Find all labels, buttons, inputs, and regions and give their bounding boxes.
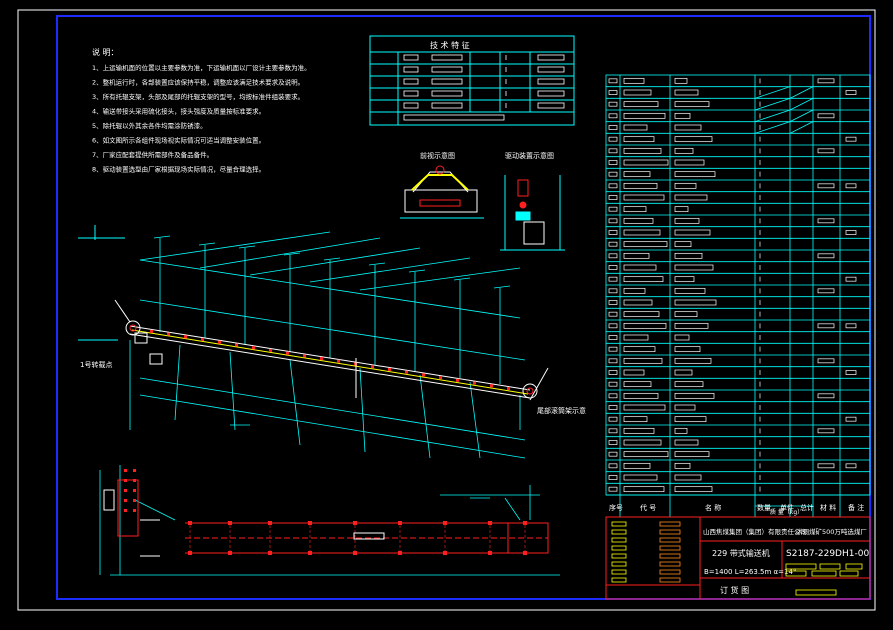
outer-frame bbox=[17, 9, 876, 611]
tail-drum bbox=[522, 383, 538, 399]
parts-header-col: 材 料 bbox=[820, 503, 836, 512]
note-line: 6、如文图所示各组件现场视实际情况可适当调整安装位置。 bbox=[92, 136, 265, 145]
notes-title: 说 明： bbox=[92, 47, 119, 57]
title-footer: 订 货 图 bbox=[720, 585, 749, 595]
title-company: 山西焦煤集团（集团）有限责任公司 bbox=[703, 527, 807, 536]
note-line: 2、整机运行时，各部装置应该保持平稳，调整应该满足技术要求及说明。 bbox=[92, 78, 304, 87]
tech-table-title: 技 术 特 征 bbox=[430, 40, 470, 50]
title-equipment-name: 229 带式输送机 bbox=[712, 548, 770, 558]
title-project: 洪洞煤矿500万吨选煤厂 bbox=[796, 527, 867, 536]
title-params: B=1400 L=263.5m α=14° bbox=[704, 568, 796, 576]
right-station-label: 尾部滚筒架示意 bbox=[537, 406, 586, 415]
notes-list: 1、上运输机面的位置以主要参数为准，下运输机面以厂设计主要参数为准。 2、整机运行… bbox=[92, 63, 311, 174]
parts-header-col: 总计 bbox=[800, 503, 814, 512]
side-view-detail: 驱动装置示意图 bbox=[500, 151, 565, 251]
parts-header-col: 数量 bbox=[757, 503, 771, 512]
title-block: 山西焦煤集团（集团）有限责任公司 洪洞煤矿500万吨选煤厂 229 带式输送机 … bbox=[605, 516, 871, 600]
parts-header-col: 序号 bbox=[609, 503, 623, 512]
note-line: 7、厂家应配套提供所需部件及备品备件。 bbox=[92, 150, 213, 159]
note-line: 5、除托辊以外其余各件均需涂防锈漆。 bbox=[92, 121, 207, 130]
parts-header-col: 代 号 bbox=[640, 503, 656, 512]
left-station-label: 1号转载点 bbox=[80, 360, 112, 369]
parts-header-col: 备 注 bbox=[848, 503, 864, 512]
note-line: 3、所有托辊支架，头部及尾部的托辊支架的型号，均按标准件组装要求。 bbox=[92, 92, 304, 101]
drawing-code: S2187-229DH1-00 bbox=[786, 549, 869, 559]
front-view-detail: 前视示意图 bbox=[400, 151, 484, 219]
side-view-label: 驱动装置示意图 bbox=[505, 151, 554, 160]
head-drum bbox=[125, 320, 141, 336]
notes-block: 说 明： 1、上运输机面的位置以主要参数为准，下运输机面以厂设计主要参数为准。 2… bbox=[92, 47, 311, 174]
conveyor-plan-view bbox=[99, 465, 560, 576]
conveyor-elevation: 1号转载点 尾部滚筒架示意 bbox=[78, 225, 586, 459]
parts-header-col: 单件 bbox=[780, 503, 794, 512]
front-view-label: 前视示意图 bbox=[420, 151, 455, 160]
weight-label: 质 量（kg） bbox=[770, 508, 803, 516]
note-line: 8、驱动装置选型由厂家根据现场实际情况，尽量合理选择。 bbox=[92, 165, 265, 174]
tech-table: 技 术 特 征 bbox=[369, 35, 575, 126]
note-line: 4、输送带接头采用硫化接头，接头强度及质量按标准要求。 bbox=[92, 107, 265, 116]
note-line: 1、上运输机面的位置以主要参数为准，下运输机面以厂设计主要参数为准。 bbox=[92, 63, 311, 72]
parts-list: 序号 代 号 名 称 数量单件总计材 料 备 注质 量（kg） bbox=[605, 74, 871, 518]
parts-header-col: 名 称 bbox=[705, 503, 721, 512]
